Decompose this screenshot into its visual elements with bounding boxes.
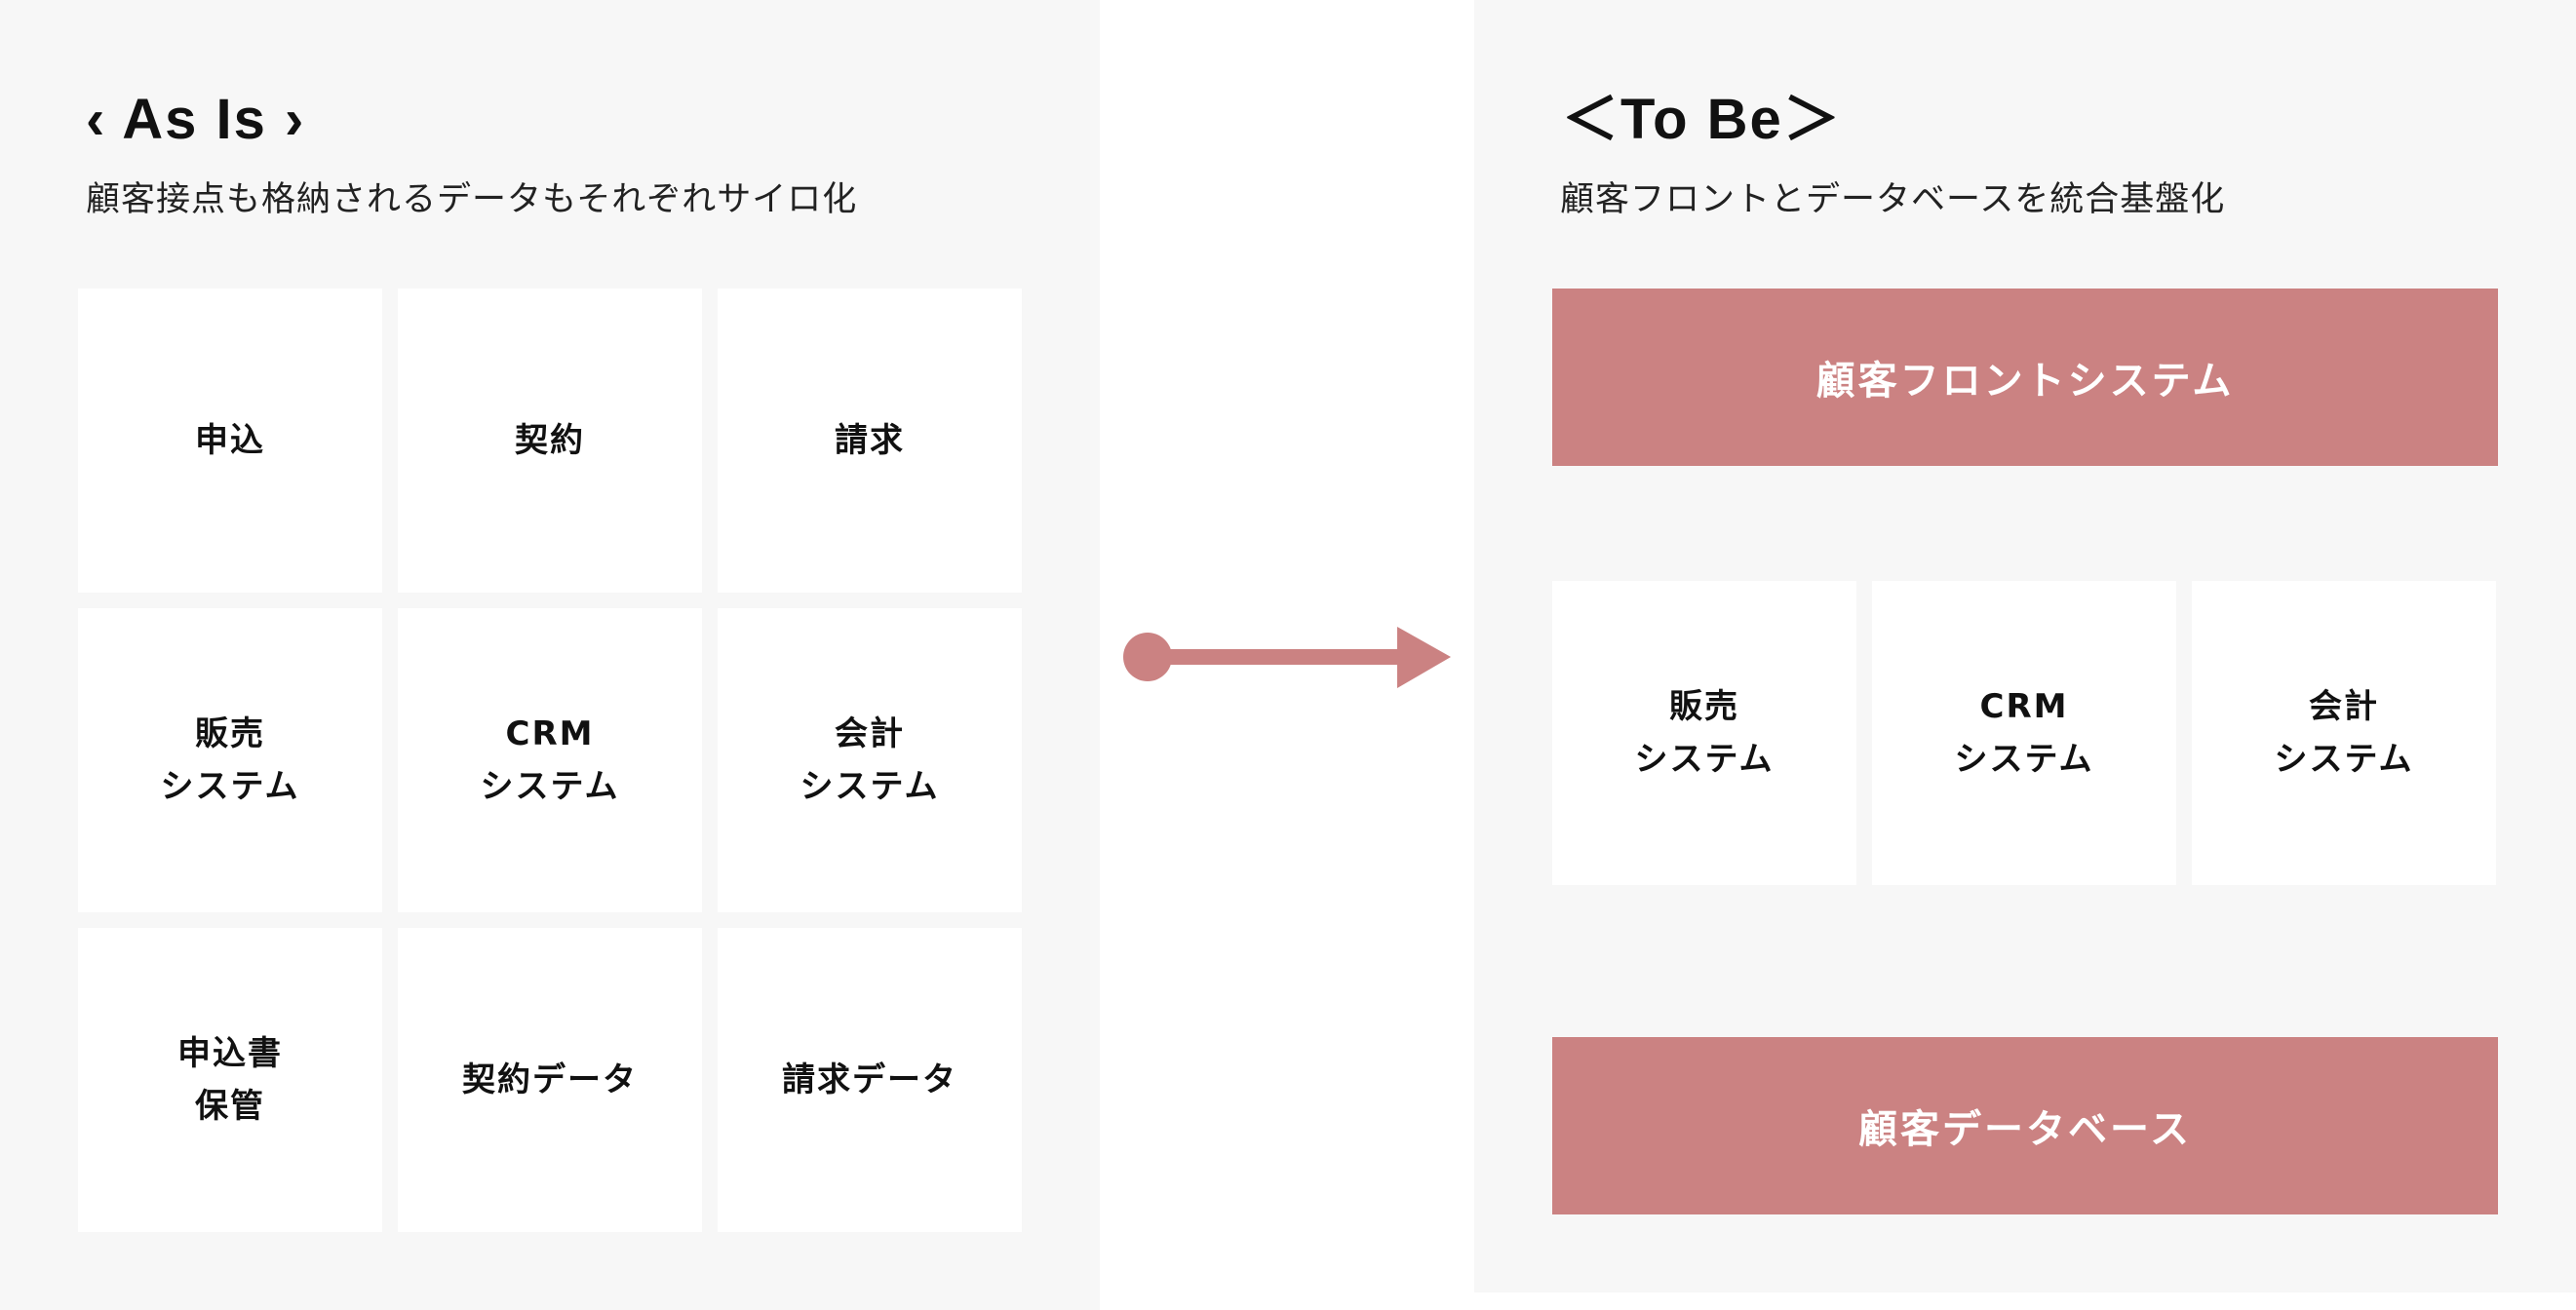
as-is-box-crm-system: CRM システム: [398, 608, 702, 912]
box-label: 契約: [515, 421, 585, 460]
bar-label: 顧客データベース: [1858, 1107, 2192, 1152]
to-be-box-crm-system: CRM システム: [1872, 581, 2176, 885]
box-label: 会計 システム: [800, 714, 940, 806]
to-be-box-sales-system: 販売 システム: [1552, 581, 1856, 885]
to-be-subtitle: 顧客フロントとデータベースを統合基盤化: [1560, 180, 2226, 219]
as-is-panel: ‹ As Is › 顧客接点も格納されるデータもそれぞれサイロ化 申込 契約 請…: [0, 0, 1100, 1310]
box-label: 販売 システム: [1634, 687, 1775, 779]
box-label: 申込書 保管: [177, 1034, 283, 1126]
as-is-box-contract-data: 契約データ: [398, 928, 702, 1232]
customer-front-system-bar: 顧客フロントシステム: [1552, 289, 2498, 466]
customer-database-bar: 顧客データベース: [1552, 1037, 2498, 1214]
as-is-box-billing-data: 請求データ: [718, 928, 1022, 1232]
box-label: 契約データ: [462, 1060, 638, 1099]
box-label: 会計 システム: [2274, 687, 2414, 779]
as-is-box-application-storage: 申込書 保管: [78, 928, 382, 1232]
as-is-box-accounting-system: 会計 システム: [718, 608, 1022, 912]
as-is-title: ‹ As Is ›: [86, 88, 306, 151]
bar-label: 顧客フロントシステム: [1815, 359, 2235, 404]
to-be-panel: ＜To Be＞ 顧客フロントとデータベースを統合基盤化 顧客フロントシステム 販…: [1474, 0, 2576, 1292]
as-is-box-sales-system: 販売 システム: [78, 608, 382, 912]
as-is-box-billing: 請求: [718, 289, 1022, 593]
as-is-subtitle: 顧客接点も格納されるデータもそれぞれサイロ化: [86, 180, 858, 219]
as-is-box-contract: 契約: [398, 289, 702, 593]
box-label: 請求: [835, 421, 905, 460]
arrow-right-with-dot-icon: [1123, 627, 1451, 688]
box-label: CRM システム: [1954, 687, 2094, 779]
box-label: CRM システム: [480, 714, 620, 806]
to-be-box-accounting-system: 会計 システム: [2192, 581, 2496, 885]
box-label: 販売 システム: [160, 714, 300, 806]
as-is-box-application: 申込: [78, 289, 382, 593]
box-label: 請求データ: [782, 1060, 957, 1099]
box-label: 申込: [195, 421, 265, 460]
to-be-title: ＜To Be＞: [1562, 88, 1842, 151]
